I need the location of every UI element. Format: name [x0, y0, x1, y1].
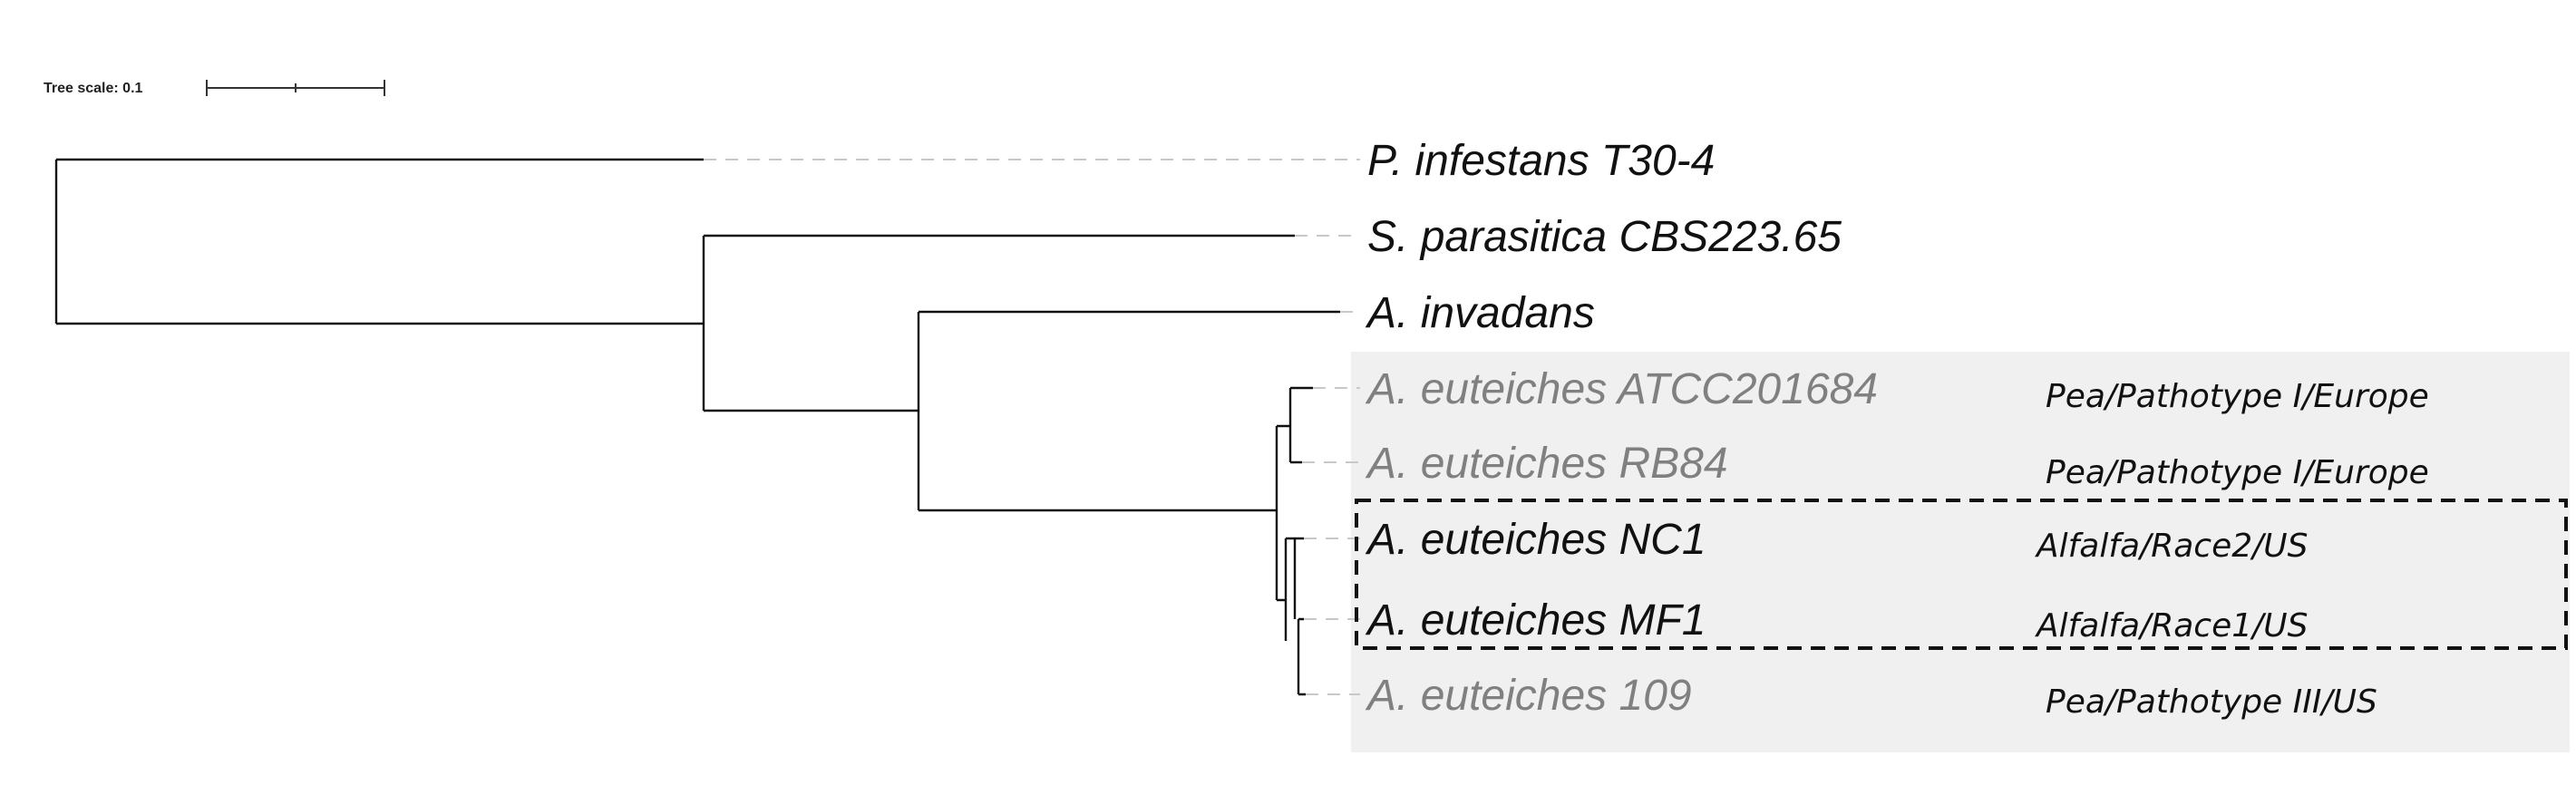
taxon-label-a-euteiches-109: A. euteiches 109 [1365, 672, 1692, 720]
annotation-rb84: Pea/Pathotype I/Europe [2046, 454, 2429, 491]
taxon-label-a-euteiches-mf1: A. euteiches MF1 [1365, 596, 1706, 644]
annotation-109: Pea/Pathotype III/US [2046, 683, 2377, 721]
annotation-mf1: Alfalfa/Race1/US [2035, 607, 2308, 644]
strain-annotations: Pea/Pathotype I/Europe Pea/Pathotype I/E… [2035, 378, 2429, 721]
taxon-label-s-parasitica: S. parasitica CBS223.65 [1367, 213, 1842, 261]
annotation-nc1: Alfalfa/Race2/US [2035, 528, 2308, 565]
euteiches-clade-highlight [1351, 352, 2570, 752]
taxon-labels: P. infestans T30-4 S. parasitica CBS223.… [1365, 137, 1878, 720]
node-e-branch [1284, 537, 1295, 641]
node-b-branch [917, 310, 1340, 512]
tree-scale: Tree scale: 0.1 [44, 80, 385, 96]
taxon-label-a-invadans: A. invadans [1365, 289, 1595, 337]
taxon-label-p-infestans: P. infestans T30-4 [1367, 137, 1715, 185]
node-c-branch [1275, 424, 1290, 602]
tree-scale-label: Tree scale: 0.1 [44, 81, 143, 96]
taxon-label-a-euteiches-nc1: A. euteiches NC1 [1365, 516, 1706, 564]
tree-leaders [704, 159, 1360, 695]
node-d-branch [1288, 386, 1313, 464]
alfalfa-isolates-box [1355, 499, 2568, 650]
taxon-label-a-euteiches-atcc201684: A. euteiches ATCC201684 [1365, 365, 1878, 413]
node-a-branch [702, 234, 1295, 412]
node-f-branch [1293, 537, 1304, 619]
root-branch [54, 158, 704, 325]
taxon-label-a-euteiches-rb84: A. euteiches RB84 [1365, 440, 1728, 488]
node-g-branch [1297, 617, 1306, 696]
tree-branches [54, 158, 1340, 696]
annotation-atcc201684: Pea/Pathotype I/Europe [2046, 378, 2429, 415]
